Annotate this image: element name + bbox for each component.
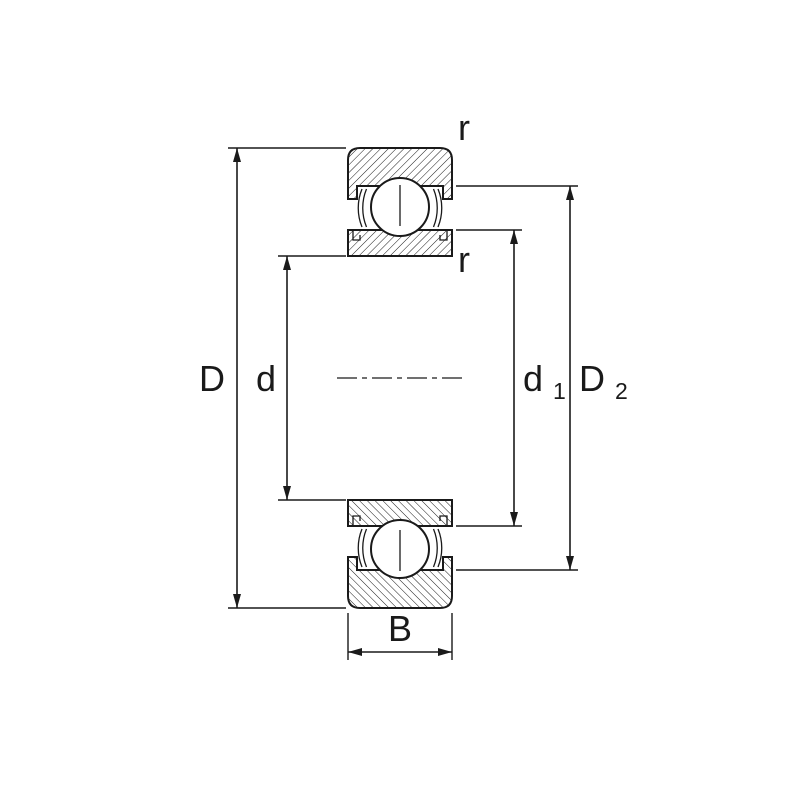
bearing-half-section-bottom <box>347 499 453 609</box>
label-shoulder-diameter: D 2 <box>579 358 628 404</box>
dimension-recess-diameter <box>456 229 522 527</box>
bearing-half-section-top <box>347 147 453 257</box>
shield-right-outer-lip <box>437 188 443 228</box>
shield-left-inner-lip <box>362 188 368 228</box>
label-recess-diameter: d 1 <box>523 358 566 404</box>
shield-left-outer-lip <box>357 188 363 228</box>
dimension-width <box>347 613 453 660</box>
label-chamfer-outer-text: r <box>458 107 470 148</box>
label-bore-diameter: d <box>256 358 276 399</box>
dimension-outer-diameter <box>228 147 346 609</box>
dimension-bore-diameter <box>278 255 346 501</box>
label-width-text: B <box>388 608 412 649</box>
label-shoulder-diameter-subscript: 2 <box>615 378 628 404</box>
label-chamfer-inner-text: r <box>458 239 470 280</box>
dimension-shoulder-diameter <box>456 185 578 571</box>
label-outer-diameter: D <box>199 358 225 399</box>
label-bore-diameter-text: d <box>256 358 276 399</box>
shield-right-inner-lip <box>432 188 438 228</box>
label-chamfer-outer: r <box>458 107 470 148</box>
seal-anchor-left <box>352 230 361 241</box>
label-recess-diameter-subscript: 1 <box>553 378 566 404</box>
label-chamfer-inner: r <box>458 239 470 280</box>
label-shoulder-diameter-base: D <box>579 358 605 399</box>
label-outer-diameter-text: D <box>199 358 225 399</box>
label-recess-diameter-base: d <box>523 358 543 399</box>
label-width: B <box>388 608 412 649</box>
seal-anchor-right <box>439 230 448 241</box>
outer-ring-section <box>347 147 453 200</box>
